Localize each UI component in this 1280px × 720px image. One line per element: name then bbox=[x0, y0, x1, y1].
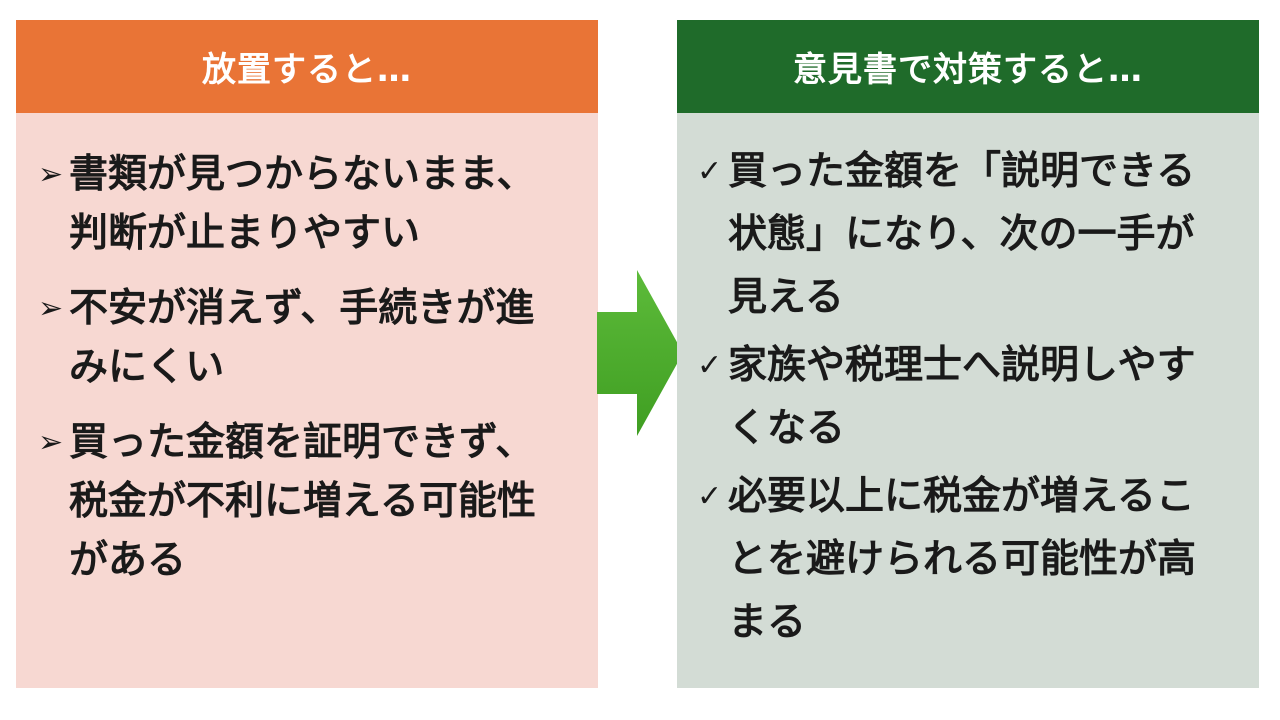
before-panel: 放置すると… ➢書類が見つからないまま、判断が止まりやすい ➢不安が消えず、手続… bbox=[16, 20, 598, 688]
before-list: ➢書類が見つからないまま、判断が止まりやすい ➢不安が消えず、手続きが進みにくい… bbox=[38, 145, 541, 606]
list-item: ➢不安が消えず、手続きが進みにくい bbox=[38, 279, 541, 397]
after-panel: 意見書で対策すると… ✓買った金額を「説明できる状態」になり、次の一手が見える … bbox=[677, 20, 1259, 688]
right-arrow-icon bbox=[597, 270, 683, 436]
check-icon: ✓ bbox=[697, 154, 723, 189]
check-icon: ✓ bbox=[697, 479, 723, 514]
after-list: ✓買った金額を「説明できる状態」になり、次の一手が見える ✓家族や税理士へ説明し… bbox=[697, 140, 1200, 659]
list-item: ✓必要以上に税金が増えることを避けられる可能性が高まる bbox=[697, 465, 1200, 654]
check-icon: ✓ bbox=[697, 348, 723, 383]
arrowhead-bullet-icon: ➢ bbox=[38, 291, 64, 326]
arrowhead-bullet-icon: ➢ bbox=[38, 157, 64, 192]
list-item: ➢買った金額を証明できず、税金が不利に増える可能性がある bbox=[38, 413, 541, 590]
before-panel-title: 放置すると… bbox=[16, 20, 598, 113]
list-item: ✓買った金額を「説明できる状態」になり、次の一手が見える bbox=[697, 140, 1200, 329]
after-panel-title: 意見書で対策すると… bbox=[677, 20, 1259, 113]
list-item: ✓家族や税理士へ説明しやすくなる bbox=[697, 334, 1200, 460]
list-item: ➢書類が見つからないまま、判断が止まりやすい bbox=[38, 145, 541, 263]
arrowhead-bullet-icon: ➢ bbox=[38, 425, 64, 460]
